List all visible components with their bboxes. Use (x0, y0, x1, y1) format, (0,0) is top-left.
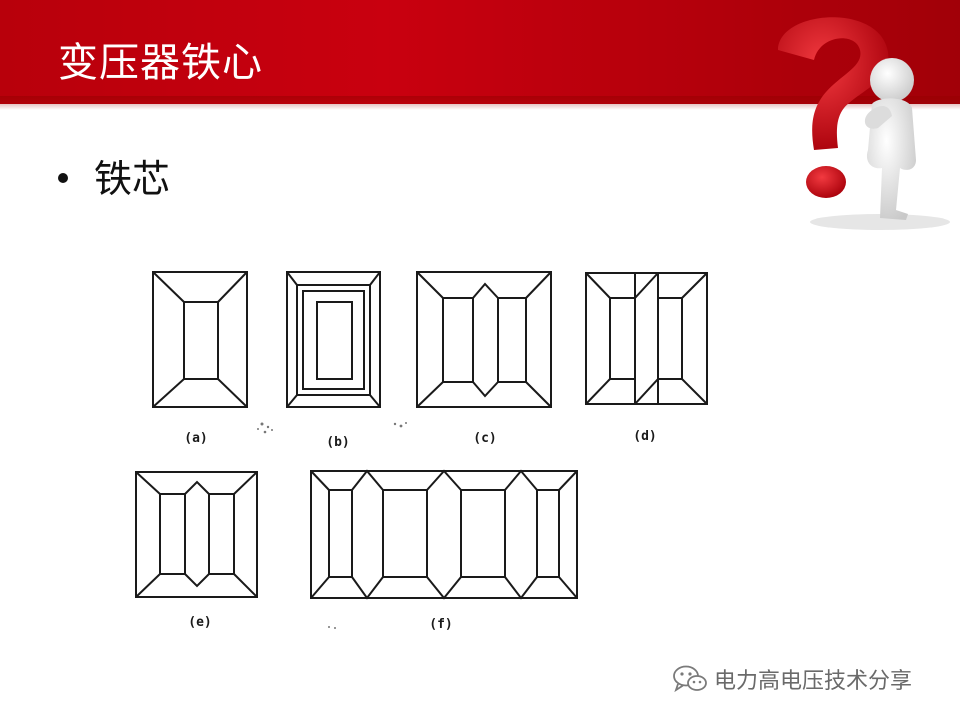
core-figure-d (585, 272, 708, 405)
wechat-icon (673, 665, 707, 693)
caption-b: (b) (326, 435, 349, 450)
bullet-item: 铁芯 (58, 148, 170, 203)
caption-f: (f) (429, 617, 452, 632)
core-figure-b (286, 271, 381, 408)
header-shadow (0, 96, 960, 110)
watermark: 电力高电压技术分享 (672, 664, 912, 694)
core-figure-c (416, 271, 552, 408)
caption-d: (d) (633, 429, 656, 444)
bullet-dot-icon (58, 172, 68, 183)
question-mascot-icon (778, 17, 950, 230)
core-figure-f (310, 469, 578, 600)
caption-a: (a) (184, 431, 207, 446)
core-figure-e (135, 471, 258, 598)
bullet-text: 铁芯 (94, 157, 171, 201)
scan-noise (257, 422, 407, 629)
caption-e: (e) (188, 615, 211, 630)
watermark-text: 电力高电压技术分享 (714, 669, 913, 694)
core-figure-a (152, 271, 248, 408)
slide-title: 变压器铁心 (58, 40, 263, 86)
caption-c: (c) (473, 431, 496, 446)
